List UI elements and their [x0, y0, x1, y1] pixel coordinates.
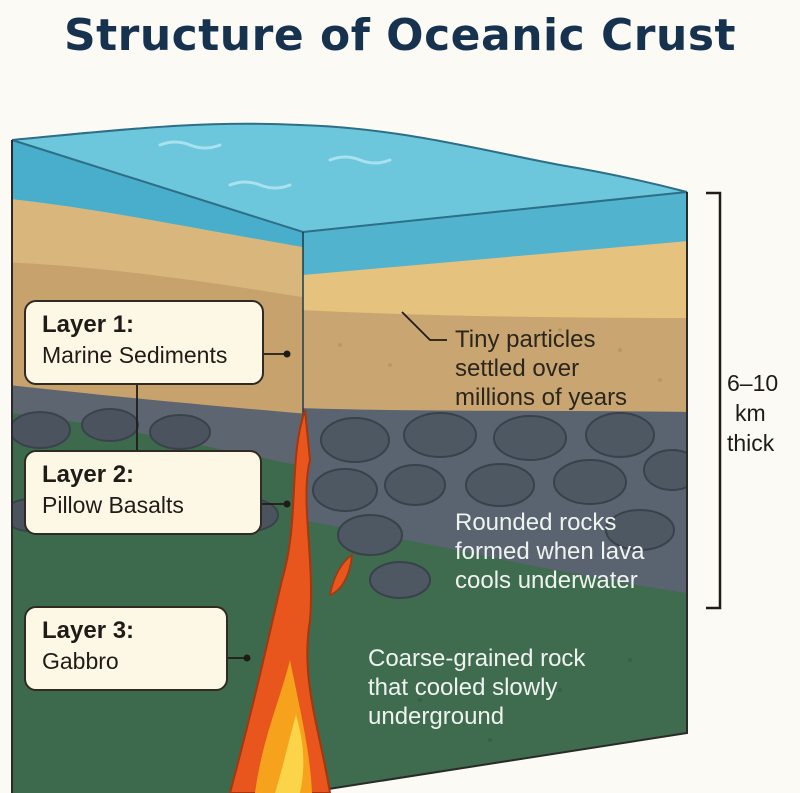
thickness-range: 6–10	[727, 370, 779, 396]
leader-lines	[136, 311, 447, 659]
magma-channel	[228, 409, 332, 793]
layer-3-description: Coarse-grained rock that cooled slowly u…	[368, 645, 586, 730]
thickness-word: thick	[727, 430, 775, 456]
wave-lines	[158, 140, 392, 190]
diagram-title: Structure of Oceanic Crust	[63, 10, 737, 61]
layer-2-name: Pillow Basalts	[42, 492, 184, 518]
layer-3-name: Gabbro	[42, 648, 119, 674]
side-pillow-rocks	[312, 412, 687, 599]
thickness-label: 6–10 km thick	[727, 368, 778, 458]
layer-2-label: Layer 2: Pillow Basalts	[24, 450, 262, 535]
layer-3-title: Layer 3:	[42, 617, 135, 644]
layer-1-description: Tiny particles settled over millions of …	[455, 326, 628, 411]
layer-2-description: Rounded rocks formed when lava cools und…	[455, 509, 645, 594]
ocean-surface	[11, 122, 688, 234]
layer-1-title: Layer 1:	[42, 311, 135, 338]
thickness-unit: km	[735, 400, 766, 426]
layer-2-title: Layer 2:	[42, 461, 135, 488]
layer-1-name: Marine Sediments	[42, 342, 228, 368]
layer-1-label: Layer 1: Marine Sediments	[24, 300, 264, 385]
thickness-bracket	[706, 191, 722, 610]
magma-spark	[328, 553, 353, 597]
layer-3-label: Layer 3: Gabbro	[24, 606, 228, 691]
